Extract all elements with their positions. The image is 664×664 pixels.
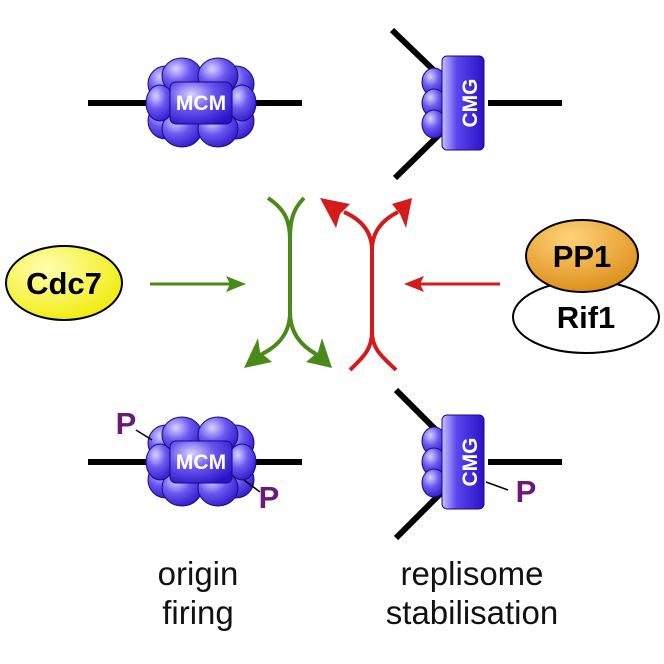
reaction-arrow-icon (244, 338, 272, 368)
cmg-complex-bottom: CMG P (393, 387, 562, 541)
pp1-arrow (404, 276, 500, 292)
cmg-complex-top: CMG (389, 27, 562, 181)
red-reaction-arrows (343, 210, 399, 372)
caption-line: stabilisation (386, 594, 558, 631)
caption-replisome-stabilisation: replisome stabilisation (386, 555, 558, 631)
pp1-label: PP1 (553, 239, 612, 274)
rif1-label: Rif1 (557, 300, 616, 335)
caption-line: origin (158, 555, 239, 592)
pp1-subunit (525, 219, 639, 293)
helicase-complex-icon (145, 57, 257, 148)
cmg-label: CMG (459, 438, 482, 487)
reaction-arrow-icon (392, 198, 412, 228)
reaction-arrow-icon (306, 338, 332, 368)
mcm-complex-bottom: MCM P P (88, 406, 302, 515)
cmg-label: CMG (459, 79, 482, 128)
cdc7-arrow (150, 276, 246, 292)
mcm-label: MCM (176, 92, 226, 115)
helicase-complex-icon (421, 414, 485, 510)
cdc7-kinase: Cdc7 (5, 245, 123, 321)
helicase-complex-icon (145, 416, 257, 507)
caption-line: firing (162, 594, 234, 631)
reaction-arrow-icon (226, 276, 246, 292)
green-reaction-arrows (261, 196, 318, 356)
caption-origin-firing: origin firing (158, 555, 239, 631)
reaction-arrow-icon (404, 276, 424, 292)
caption-line: replisome (400, 555, 543, 592)
helicase-complex-icon (421, 55, 485, 151)
mcm-label: MCM (176, 451, 226, 474)
reaction-arrow-icon (320, 198, 350, 228)
pp1-rif1-phosphatase: Rif1 PP1 (512, 219, 660, 354)
mcm-complex-top: MCM (88, 57, 302, 148)
phosphate-label: P (259, 480, 280, 515)
cdc7-label: Cdc7 (26, 266, 102, 301)
phosphate-label: P (516, 474, 537, 509)
phosphate-label: P (116, 406, 137, 441)
